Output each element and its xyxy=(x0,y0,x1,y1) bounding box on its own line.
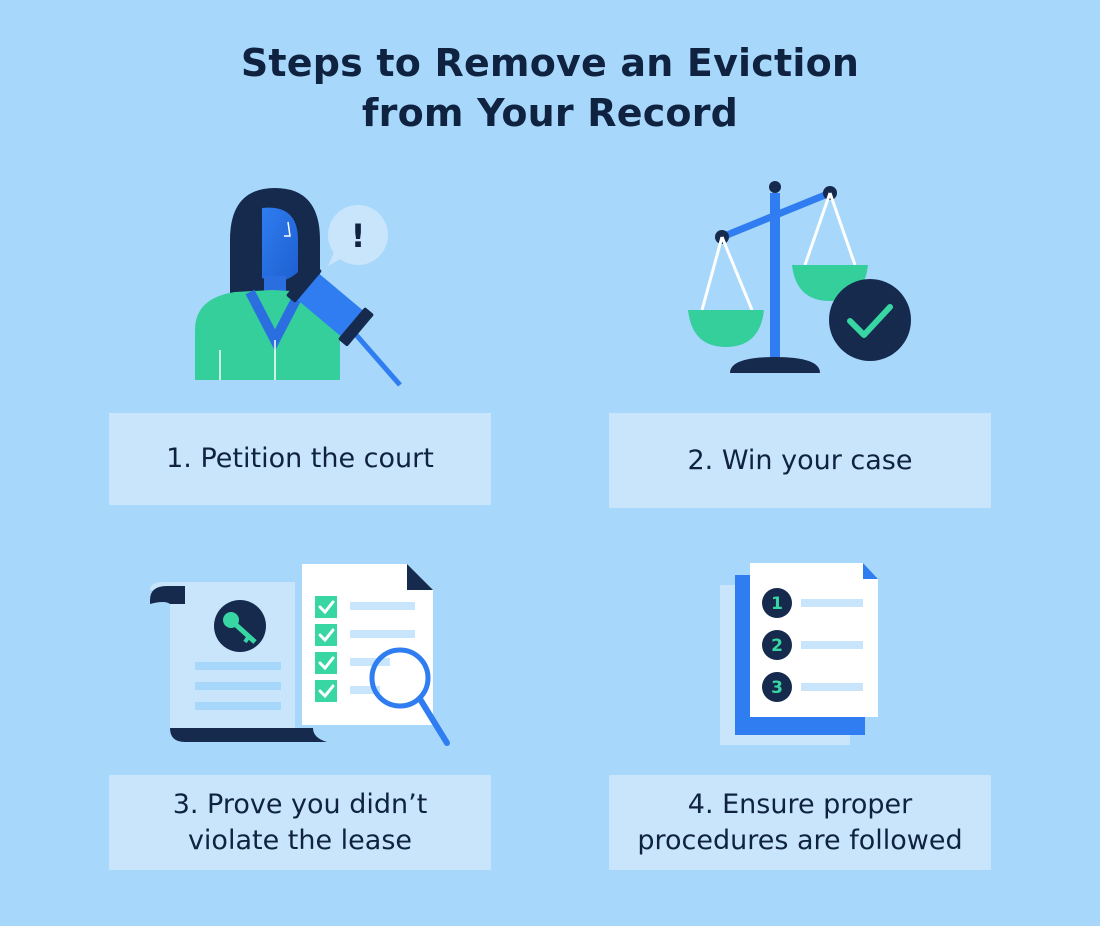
step-1-label: 1. Petition the court xyxy=(166,443,434,474)
checklist-number-3: 3 xyxy=(771,678,783,698)
page-title: Steps to Remove an Eviction from Your Re… xyxy=(0,38,1100,138)
lease-documents-magnifier-icon xyxy=(150,564,450,746)
title-line-2: from Your Record xyxy=(361,91,739,135)
step-4-label-line-2: procedures are followed xyxy=(637,824,963,856)
step-4-label-line-1: 4. Ensure proper xyxy=(687,788,913,820)
judge-with-gavel-icon: ! xyxy=(195,188,402,387)
step-1-caption: 1. Petition the court xyxy=(109,413,491,505)
alert-symbol: ! xyxy=(351,217,366,255)
step-2-caption: 2. Win your case xyxy=(609,413,991,508)
step-2-label: 2. Win your case xyxy=(687,444,913,476)
checklist-number-1: 1 xyxy=(771,594,783,614)
step-3-caption: 3. Prove you didn’t violate the lease xyxy=(109,775,491,870)
step-4-caption: 4. Ensure proper procedures are followed xyxy=(609,775,991,870)
title-line-1: Steps to Remove an Eviction xyxy=(240,41,860,85)
checklist-number-2: 2 xyxy=(771,636,783,656)
step-3-label-line-1: 3. Prove you didn’t xyxy=(172,788,428,820)
numbered-checklist-icon: 1 2 3 xyxy=(720,563,878,745)
step-3-label-line-2: violate the lease xyxy=(187,824,413,856)
scales-with-checkmark-icon xyxy=(688,181,911,373)
